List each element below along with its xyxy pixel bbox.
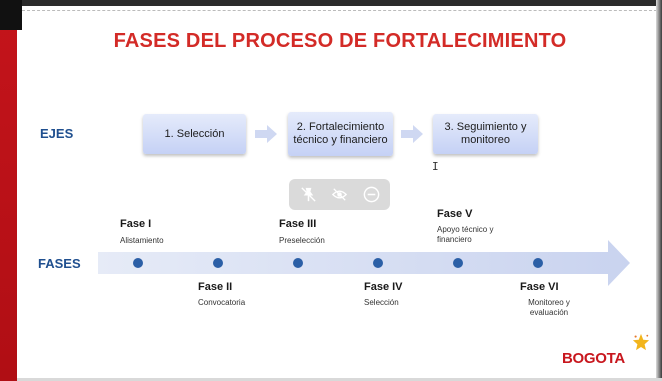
phase-5-desc: Apoyo técnico y financiero [437, 225, 494, 244]
eje-box-seguimiento: 3. Seguimiento y monitoreo [433, 114, 538, 154]
phase-6-name: Fase VI [520, 281, 559, 293]
phase-1-desc: Alistamiento [120, 236, 164, 245]
phase-4-desc: Selección [364, 298, 399, 307]
phase-dot-6 [533, 258, 543, 268]
phase-dot-5 [453, 258, 463, 268]
phase-3-name: Fase III [279, 218, 317, 230]
phase-dot-2 [213, 258, 223, 268]
phase-2-name: Fase II [198, 281, 233, 293]
eje-box-label: 2. Fortalecimiento técnico y financiero [293, 121, 388, 146]
phase-1-name: Fase I [120, 218, 152, 230]
phase-4-name: Fase IV [364, 281, 403, 293]
ejes-label: EJES [40, 126, 74, 141]
video-controls-overlay [289, 179, 390, 210]
phase-timeline-arrow [98, 240, 630, 286]
phase-dot-3 [293, 258, 303, 268]
window-right-edge [656, 0, 662, 381]
bogota-logo: BOGOTA [562, 333, 652, 373]
star-icon [632, 333, 650, 351]
fases-label: FASES [38, 256, 81, 271]
window-bottom-edge [17, 378, 662, 381]
arrow-right-icon [255, 125, 277, 143]
phase-dot-4 [373, 258, 383, 268]
logo-text: BOGOTA [562, 350, 625, 367]
eje-box-label: 3. Seguimiento y monitoreo [444, 121, 527, 146]
slide-title: FASES DEL PROCESO DE FORTALECIMIENTO [113, 30, 567, 52]
pin-off-icon[interactable] [299, 185, 318, 204]
eje-box-fortalecimiento: 2. Fortalecimiento técnico y financiero [288, 112, 393, 156]
minus-circle-icon[interactable] [362, 185, 381, 204]
phase-dot-1 [133, 258, 143, 268]
eje-box-label: 1. Selección [164, 127, 225, 140]
window-top-bar [0, 0, 662, 6]
phase-3-desc: Preselección [279, 236, 325, 245]
left-red-stripe [0, 0, 17, 381]
text-cursor-icon: I [432, 160, 439, 173]
phase-2-desc: Convocatoria [198, 298, 246, 307]
hide-icon[interactable] [330, 185, 349, 204]
phase-6-desc: Monitoreo y evaluación [528, 298, 570, 317]
phase-5-name: Fase V [437, 208, 473, 220]
top-dashed-divider [22, 10, 662, 11]
window-top-left-corner [0, 0, 22, 30]
arrow-right-icon [401, 125, 423, 143]
eje-box-seleccion: 1. Selección [143, 114, 246, 154]
